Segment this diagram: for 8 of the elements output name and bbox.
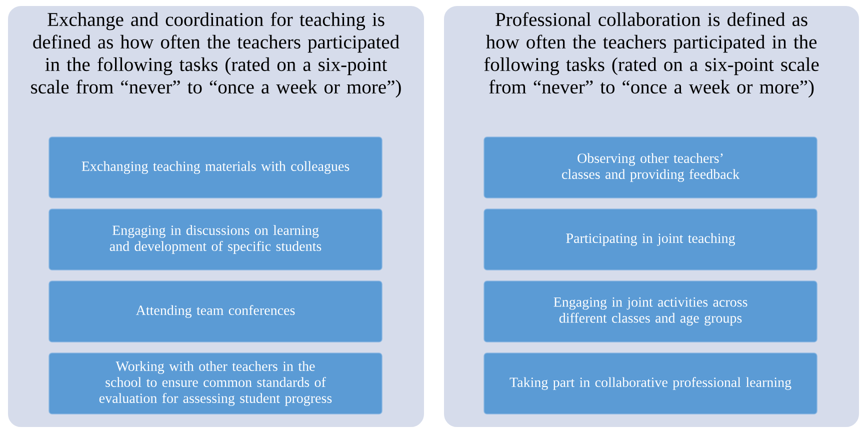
task-box: Participating in joint teaching xyxy=(484,208,818,270)
task-box: Engaging in joint activities across different classes and age groups xyxy=(484,280,818,342)
task-box: Taking part in collaborative professional learning xyxy=(484,352,818,414)
task-box: Observing other teachers’ classes and providing feedback xyxy=(484,136,818,198)
task-box: Engaging in discussions on learning and development of specific students xyxy=(48,208,382,270)
task-box: Attending team conferences xyxy=(48,280,382,342)
task-box: Exchanging teaching materials with colleagues xyxy=(48,136,382,198)
task-box: Working with other teachers in the school to ensure common standards of evaluation for assessing student progress xyxy=(48,352,382,414)
